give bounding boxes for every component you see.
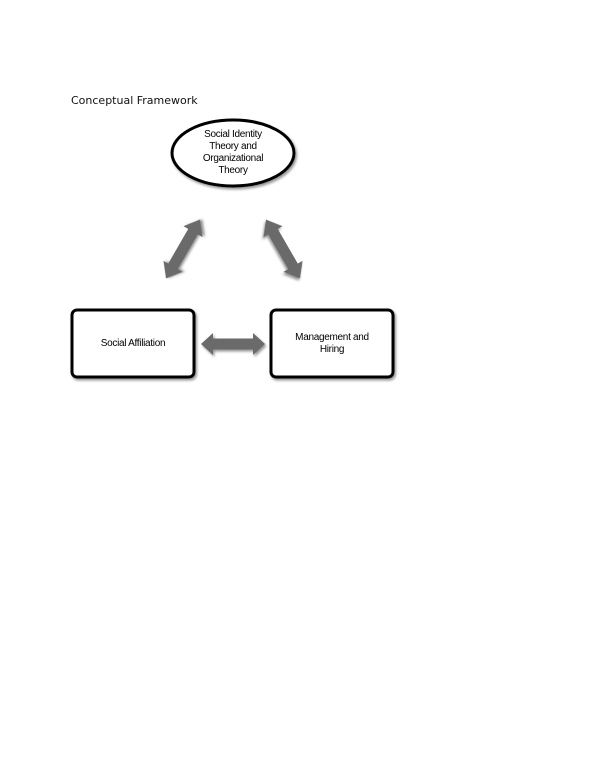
page-heading: Conceptual Framework [71, 94, 198, 107]
social-affiliation-label: Social Affiliation [100, 337, 166, 349]
management-label-line-2: Hiring [319, 343, 345, 355]
theory-label-line-1: Social Identity [204, 129, 262, 140]
social-affiliation-node-shape [70, 308, 196, 379]
arrow-affiliation-theory [163, 219, 203, 279]
theory-node-label: Social Identity Theory and Organizationa… [187, 124, 279, 182]
theory-label-line-3: Organizational [202, 153, 264, 164]
theory-node-shape [170, 118, 296, 188]
management-hiring-node-shape [269, 308, 395, 379]
social-affiliation-node-label: Social Affiliation [74, 312, 192, 375]
theory-label-line-2: Theory and [209, 141, 257, 152]
arrow-affiliation-management [201, 333, 265, 355]
management-hiring-node-label: Management and Hiring [273, 312, 391, 375]
arrow-theory-management [263, 219, 303, 279]
theory-label-line-4: Theory [218, 165, 248, 176]
management-label-line-1: Management and [295, 331, 369, 343]
